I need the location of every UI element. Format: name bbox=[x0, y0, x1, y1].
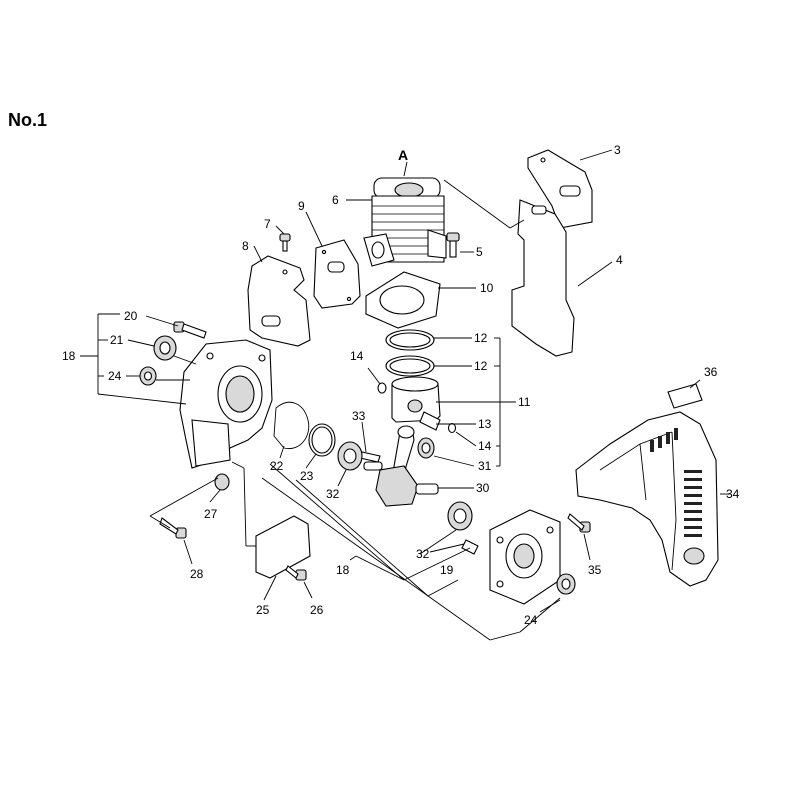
part-5-bolt bbox=[446, 232, 460, 258]
part-32-bearing-lower bbox=[447, 501, 473, 531]
part-7-screw bbox=[279, 233, 291, 252]
callout-31: 31 bbox=[478, 459, 492, 473]
callout-14-left: 14 bbox=[350, 349, 364, 363]
callout-19: 19 bbox=[440, 563, 454, 577]
part-24-oil-seal-right bbox=[556, 573, 576, 595]
callout-9: 9 bbox=[298, 199, 305, 213]
part-30-crankshaft bbox=[363, 425, 439, 507]
callout-35: 35 bbox=[588, 563, 602, 577]
callout-3: 3 bbox=[614, 143, 621, 157]
callout-labels: A 3 4 5 6 7 8 9 10 11 12 12 13 14 14 18 … bbox=[62, 143, 740, 627]
part-8-insulator-plate bbox=[247, 255, 311, 347]
callout-32-lower: 32 bbox=[416, 547, 430, 561]
callout-14-right: 14 bbox=[478, 439, 492, 453]
part-19-dowel-pin bbox=[461, 539, 479, 555]
callout-34: 34 bbox=[726, 487, 740, 501]
part-28-bolt bbox=[159, 517, 187, 539]
callout-24-left: 24 bbox=[108, 369, 122, 383]
part-26-screw bbox=[285, 565, 307, 581]
part-14-circlip-right bbox=[447, 422, 457, 434]
callout-18-left: 18 bbox=[62, 349, 76, 363]
callout-24-right: 24 bbox=[524, 613, 538, 627]
callout-10: 10 bbox=[480, 281, 494, 295]
callout-27: 27 bbox=[204, 507, 218, 521]
page-title: No.1 bbox=[8, 110, 47, 130]
callout-6: 6 bbox=[332, 193, 339, 207]
callout-7: 7 bbox=[264, 217, 271, 231]
leader-lines bbox=[80, 149, 730, 641]
part-27-grommet bbox=[214, 473, 230, 491]
part-33-key bbox=[359, 451, 381, 463]
callout-25: 25 bbox=[256, 603, 270, 617]
callout-5: 5 bbox=[476, 245, 483, 259]
part-35-screw bbox=[567, 513, 591, 533]
part-31-needle-bearing bbox=[417, 437, 435, 459]
callout-12-upper: 12 bbox=[474, 331, 488, 345]
part-13-piston-pin bbox=[419, 411, 441, 431]
part-6-cylinder bbox=[363, 177, 447, 267]
part-14-circlip-left bbox=[377, 382, 387, 394]
part-10-base-gasket bbox=[365, 271, 441, 329]
callout-18-lower: 18 bbox=[336, 563, 350, 577]
part-4-heat-shield bbox=[511, 199, 575, 357]
callout-23: 23 bbox=[300, 469, 314, 483]
callout-13: 13 bbox=[478, 417, 492, 431]
part-crankcase-right-half bbox=[489, 509, 561, 605]
part-3-gasket-plate bbox=[527, 149, 593, 229]
part-36-label bbox=[667, 383, 703, 409]
callout-4: 4 bbox=[616, 253, 623, 267]
part-9-gasket bbox=[313, 239, 361, 309]
part-32-bearing-upper bbox=[337, 441, 363, 471]
part-24-oil-seal-left bbox=[139, 366, 157, 386]
callout-8: 8 bbox=[242, 239, 249, 253]
part-21-oil-seal bbox=[153, 335, 177, 361]
part-20-bolt bbox=[173, 321, 207, 339]
callout-36: 36 bbox=[704, 365, 718, 379]
callout-32-upper: 32 bbox=[326, 487, 340, 501]
callout-26: 26 bbox=[310, 603, 324, 617]
callout-11: 11 bbox=[518, 395, 531, 409]
callout-28: 28 bbox=[190, 567, 204, 581]
part-12-piston-rings bbox=[385, 329, 435, 377]
callout-33: 33 bbox=[352, 409, 366, 423]
part-crankcase-left-half bbox=[179, 339, 273, 469]
callout-30: 30 bbox=[476, 481, 490, 495]
detail-letter: A bbox=[398, 147, 408, 163]
part-34-cylinder-cover bbox=[575, 411, 719, 587]
part-23-retaining-ring bbox=[308, 423, 336, 457]
part-25-cover-plate bbox=[255, 515, 311, 579]
callout-22: 22 bbox=[270, 459, 284, 473]
part-11-piston bbox=[391, 376, 441, 423]
part-22-crankcase-gasket bbox=[273, 401, 310, 450]
callout-21: 21 bbox=[110, 333, 124, 347]
callout-20: 20 bbox=[124, 309, 138, 323]
callout-12-lower: 12 bbox=[474, 359, 488, 373]
